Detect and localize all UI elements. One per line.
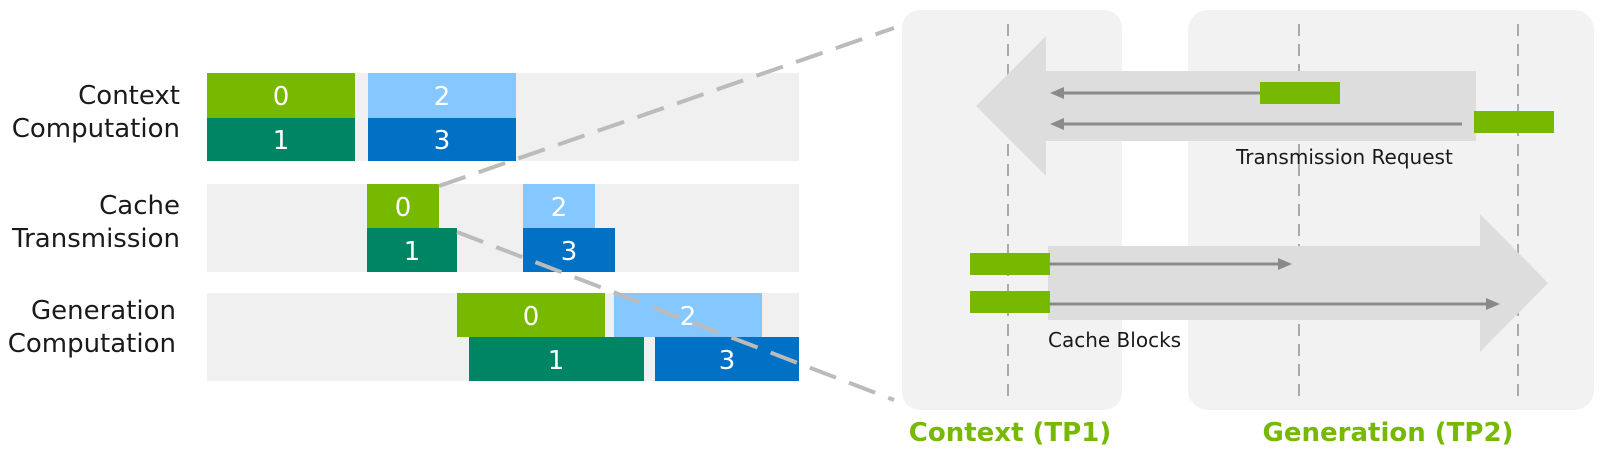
cache-blocks-label: Cache Blocks bbox=[1048, 328, 1181, 352]
cache-block-lower bbox=[970, 291, 1050, 313]
block-context-1-label: 1 bbox=[273, 126, 290, 156]
block-context-0 bbox=[207, 73, 355, 118]
context-tp1-title: Context (TP1) bbox=[909, 418, 1111, 448]
block-generation-3-label: 3 bbox=[719, 346, 736, 376]
block-context-2 bbox=[368, 73, 516, 118]
block-transmission-0 bbox=[367, 184, 439, 228]
transmission-request-label: Transmission Request bbox=[1235, 145, 1453, 169]
row-label-cache-transmission: Cache Transmission bbox=[12, 191, 180, 254]
block-generation-0 bbox=[457, 293, 605, 337]
transmission-request-arrow: Transmission Request bbox=[976, 36, 1554, 176]
cache-big-arrow-shape bbox=[1048, 214, 1548, 352]
request-arrowhead-upper bbox=[1050, 87, 1064, 99]
request-arrowhead-lower bbox=[1050, 118, 1064, 130]
block-transmission-0-label: 0 bbox=[395, 193, 412, 223]
cache-block-upper bbox=[970, 253, 1050, 275]
generation-tp2-panel bbox=[1188, 10, 1594, 410]
request-big-arrow-shape bbox=[976, 36, 1476, 176]
block-context-2-label: 2 bbox=[434, 82, 451, 112]
block-generation-2-label: 2 bbox=[680, 302, 697, 332]
request-block-upper bbox=[1260, 82, 1340, 104]
block-transmission-3-label: 3 bbox=[561, 237, 578, 267]
zoom-guide-top bbox=[438, 26, 895, 188]
block-generation-0-label: 0 bbox=[523, 302, 540, 332]
block-context-0-label: 0 bbox=[273, 82, 290, 112]
lane-cache-transmission bbox=[207, 184, 799, 272]
zoom-guide-bottom bbox=[456, 230, 895, 402]
block-generation-3 bbox=[655, 337, 799, 381]
cache-arrowhead-upper bbox=[1278, 258, 1292, 270]
detail-panels bbox=[902, 10, 1594, 410]
block-transmission-2 bbox=[523, 184, 595, 228]
block-context-3-label: 3 bbox=[434, 126, 451, 156]
block-generation-1-label: 1 bbox=[548, 346, 565, 376]
block-transmission-1 bbox=[367, 228, 457, 272]
row-label-context-computation: Context Computation bbox=[11, 81, 180, 144]
request-block-lower bbox=[1474, 111, 1554, 133]
block-context-3 bbox=[368, 118, 516, 161]
row-label-generation-computation: Generation Computation bbox=[7, 296, 176, 359]
zoom-guide-lines bbox=[438, 26, 895, 402]
timeline-blocks: 0 1 2 3 0 1 2 3 0 1 2 3 bbox=[207, 73, 799, 381]
block-context-1 bbox=[207, 118, 355, 161]
block-transmission-1-label: 1 bbox=[404, 237, 421, 267]
block-generation-1 bbox=[469, 337, 644, 381]
cache-blocks-arrow: Cache Blocks bbox=[970, 214, 1548, 352]
block-transmission-2-label: 2 bbox=[551, 193, 568, 223]
generation-tp2-title: Generation (TP2) bbox=[1263, 418, 1514, 448]
cache-arrowhead-lower bbox=[1486, 298, 1500, 310]
